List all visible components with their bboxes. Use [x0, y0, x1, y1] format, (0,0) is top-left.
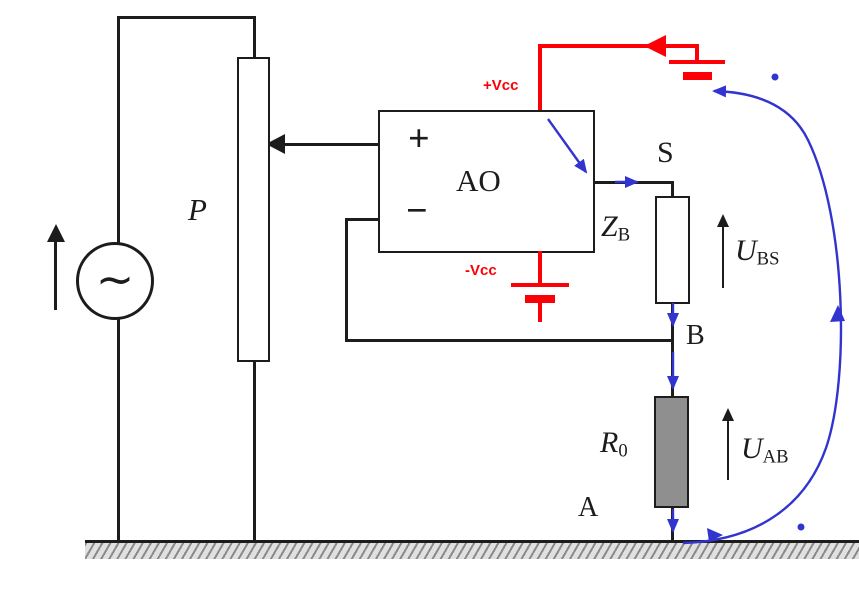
voltage-bs-symbol: U: [735, 234, 757, 267]
label-vcc-neg: -Vcc: [465, 262, 497, 279]
label-node-s: S: [657, 136, 674, 169]
wire-source-bottom: [117, 318, 120, 542]
label-voltage-ab: UAB: [741, 434, 789, 467]
resistor-subscript: 0: [618, 440, 628, 462]
voltage-bs-subscript: BS: [756, 248, 780, 270]
battery-neg-lead: [538, 303, 542, 322]
label-vcc-pos: +Vcc: [483, 77, 519, 94]
source-arrowhead-icon: [47, 224, 65, 242]
opamp-plus-input: +: [408, 118, 430, 160]
opamp-minus-input: −: [406, 190, 428, 232]
supply-neg-wire-vertical: [538, 251, 542, 285]
supply-current-arrowhead-icon: [644, 35, 666, 57]
label-voltage-bs: UBS: [735, 236, 779, 269]
ground-plane: [85, 540, 859, 559]
wire-feedback-bottom: [345, 339, 674, 342]
wire-pot-bottom: [253, 361, 256, 542]
battery-neg-long-plate: [511, 283, 569, 287]
label-impedance-zb: ZB: [601, 212, 630, 245]
wire-r0-to-ground: [671, 507, 674, 542]
ac-source-sine-icon: ∼: [95, 254, 135, 305]
voltage-ab-subscript: AB: [762, 446, 789, 468]
label-node-b: B: [686, 320, 705, 351]
resistor-symbol: R: [600, 426, 619, 459]
voltage-ab-arrow-shaft: [727, 418, 729, 480]
loop-arrowhead-right-icon: [830, 305, 845, 322]
wire-feedback-vertical: [345, 218, 348, 342]
wire-feedback-top: [345, 218, 378, 221]
annotation-dot-bottom-icon: [797, 523, 805, 531]
source-arrow-shaft: [54, 240, 57, 310]
voltage-bs-arrowhead-icon: [717, 214, 729, 227]
wire-source-top: [117, 16, 120, 244]
battery-neg-short-plate: [525, 295, 555, 303]
supply-pos-wire-horizontal: [538, 44, 699, 48]
voltage-ab-arrowhead-icon: [722, 408, 734, 421]
label-node-a: A: [578, 492, 599, 523]
label-potentiometer: P: [188, 192, 207, 227]
battery-pos-lead: [695, 44, 699, 62]
current-return-loop-path: [682, 85, 843, 545]
voltage-bs-arrow-shaft: [722, 224, 724, 288]
label-resistor-r0: R0: [600, 428, 628, 461]
battery-pos-long-plate: [669, 60, 725, 64]
wire-s-to-zb: [671, 181, 674, 197]
impedance-subscript: B: [617, 224, 631, 246]
supply-pos-wire-vertical: [538, 44, 542, 110]
wire-wiper-to-plus-input: [284, 143, 378, 146]
annotation-dot-top-icon: [771, 73, 779, 81]
impedance-zb-body: [655, 196, 690, 304]
wire-zb-to-r0: [671, 303, 674, 397]
wiper-arrowhead-icon: [266, 134, 285, 154]
voltage-ab-symbol: U: [741, 432, 763, 465]
wire-top: [117, 16, 256, 19]
ac-source: ∼: [76, 242, 154, 320]
wire-opamp-output: [594, 181, 673, 184]
battery-pos-short-plate: [683, 72, 712, 80]
impedance-symbol: Z: [601, 210, 618, 243]
resistor-r0-body: [654, 396, 689, 508]
wire-pot-top: [253, 16, 256, 58]
label-opamp: AO: [456, 163, 501, 198]
potentiometer-body: [237, 57, 270, 362]
